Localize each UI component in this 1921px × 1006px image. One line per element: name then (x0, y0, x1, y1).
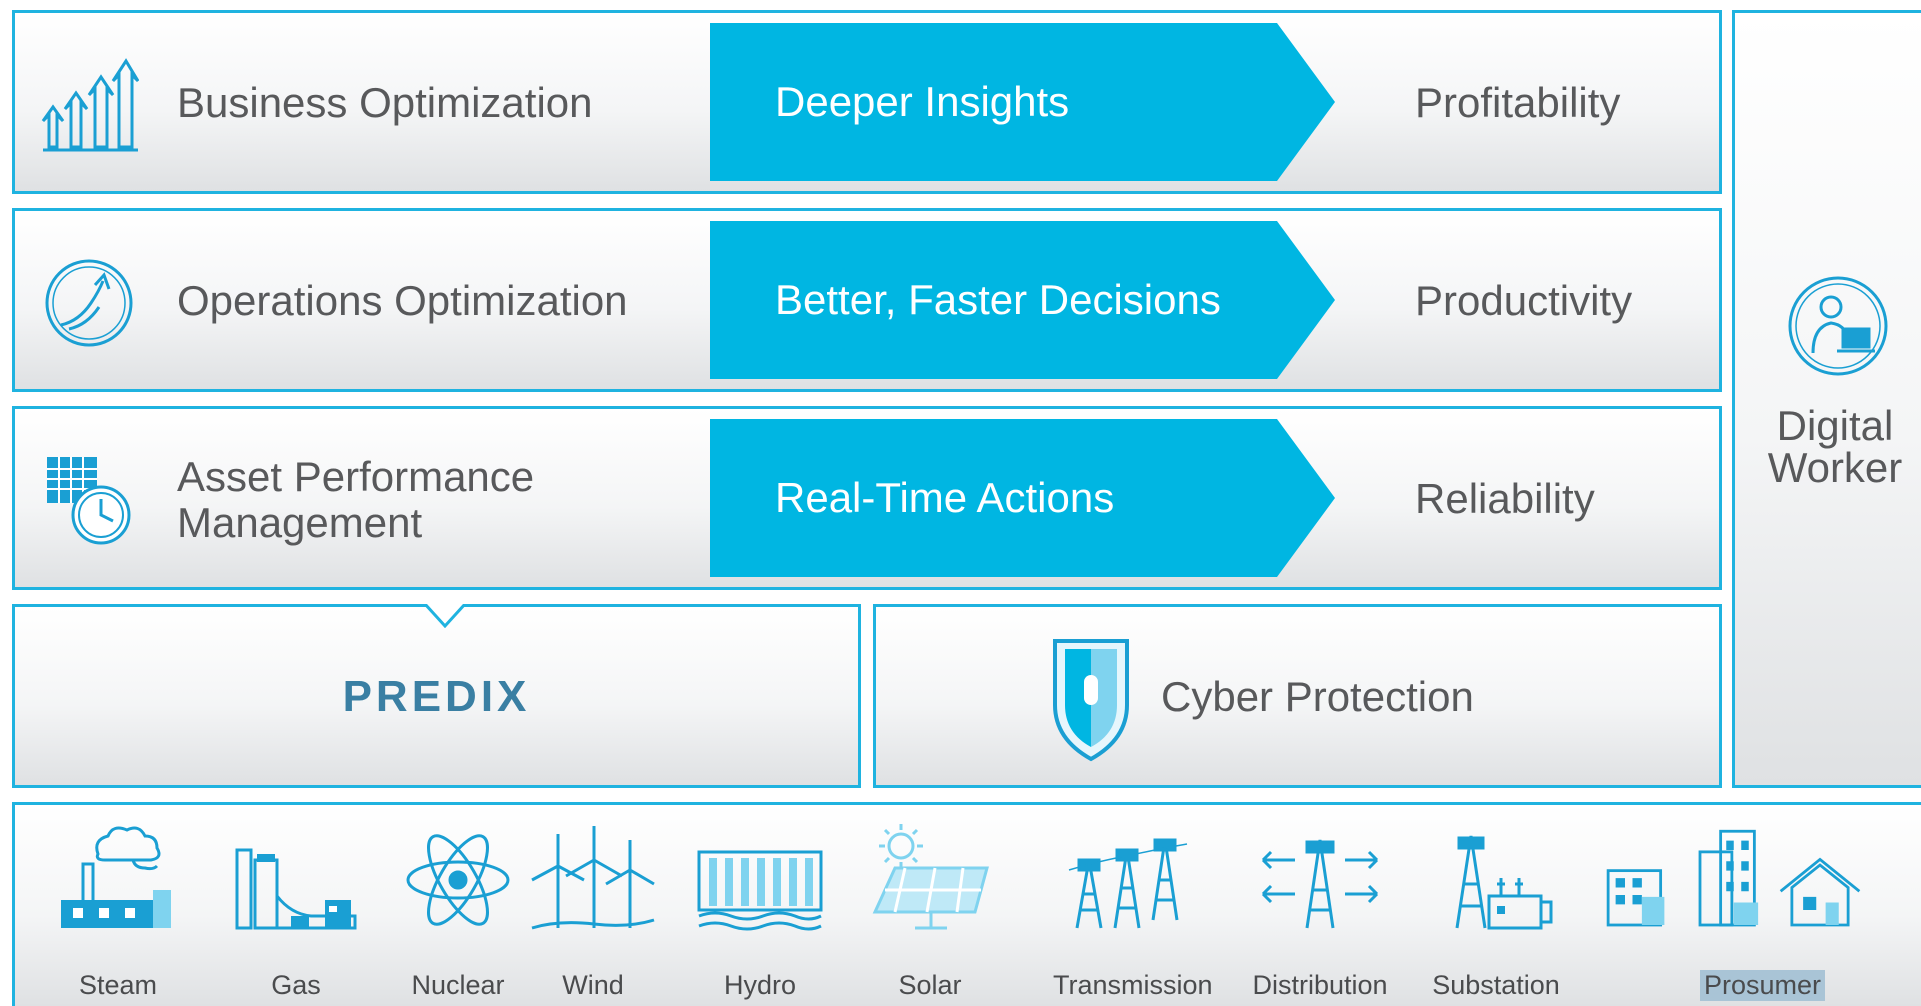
growth-arrows-icon (39, 55, 140, 155)
distribution-tower-icon (1261, 839, 1379, 929)
transmission-towers-icon (1068, 838, 1188, 929)
row-operations-optimization: Operations Optimization Better, Faster D… (12, 208, 1722, 392)
energy-label: Distribution (1252, 970, 1388, 1000)
energy-label: Steam (78, 970, 158, 1000)
outcome-profitability: Profitability (1415, 79, 1621, 126)
energy-item-solar: Solar (855, 820, 1005, 1000)
gas-plant-icon (235, 848, 357, 930)
action-arrow-real-time-actions: Real-Time Actions (710, 419, 1335, 577)
dam-icon (697, 850, 823, 931)
energy-label: Nuclear (411, 970, 505, 1000)
energy-item-transmission: Transmission (1053, 820, 1213, 1000)
upward-trend-circle-icon (39, 253, 139, 353)
row-asset-performance-management: Asset Performance Management Real-Time A… (12, 406, 1722, 590)
outcome-reliability: Reliability (1415, 475, 1595, 522)
energy-label: Prosumer (1700, 970, 1826, 1001)
predix-logo: PREDIX (342, 672, 531, 721)
cyber-protection-panel: Cyber Protection (873, 604, 1722, 788)
energy-item-substation: Substation (1421, 820, 1571, 1000)
energy-label: Substation (1432, 970, 1560, 1000)
row-label-business-optimization: Business Optimization (177, 79, 593, 126)
energy-label: Solar (898, 970, 962, 1000)
energy-label: Gas (271, 970, 321, 1000)
energy-item-distribution: Distribution (1245, 820, 1395, 1000)
atom-icon (406, 834, 510, 926)
shield-keyhole-icon (1051, 635, 1131, 763)
row-label-asset-performance-management: Asset Performance Management (177, 453, 535, 546)
energy-item-steam: Steam (43, 820, 193, 1000)
energy-item-nuclear: Nuclear (383, 820, 533, 1000)
substation-icon (1455, 835, 1553, 930)
predix-panel: PREDIX (12, 604, 861, 788)
outcome-productivity: Productivity (1415, 277, 1633, 324)
calendar-clock-icon (39, 451, 139, 551)
city-buildings-icon (1606, 829, 1861, 927)
energy-label: Transmission (1053, 970, 1213, 1000)
action-label: Better, Faster Decisions (775, 276, 1221, 323)
factory-smoke-icon (61, 826, 171, 928)
cyber-protection-label: Cyber Protection (1161, 673, 1474, 720)
energy-label: Hydro (723, 970, 797, 1000)
action-arrow-deeper-insights: Deeper Insights (710, 23, 1335, 181)
pointer-notch (425, 604, 465, 628)
worker-at-laptop-icon (1783, 271, 1893, 381)
row-business-optimization: Business Optimization Deeper Insights Pr… (12, 10, 1722, 194)
energy-item-prosumer: Prosumer (1595, 820, 1915, 1001)
energy-item-wind: Wind (518, 820, 668, 1000)
energy-value-chain-panel: Steam Gas Nuclear Wind (12, 802, 1921, 1006)
row-label-operations-optimization: Operations Optimization (177, 277, 628, 324)
wind-turbines-icon (531, 826, 655, 930)
energy-item-hydro: Hydro (685, 820, 835, 1000)
action-arrow-better-faster-decisions: Better, Faster Decisions (710, 221, 1335, 379)
action-label: Deeper Insights (775, 78, 1070, 125)
solar-panel-icon (872, 824, 989, 930)
action-label: Real-Time Actions (775, 474, 1115, 521)
digital-worker-panel: Digital Worker (1732, 10, 1921, 788)
digital-worker-label: Digital Worker (1767, 402, 1903, 491)
energy-label: Wind (562, 970, 624, 1000)
energy-item-gas: Gas (221, 820, 371, 1000)
